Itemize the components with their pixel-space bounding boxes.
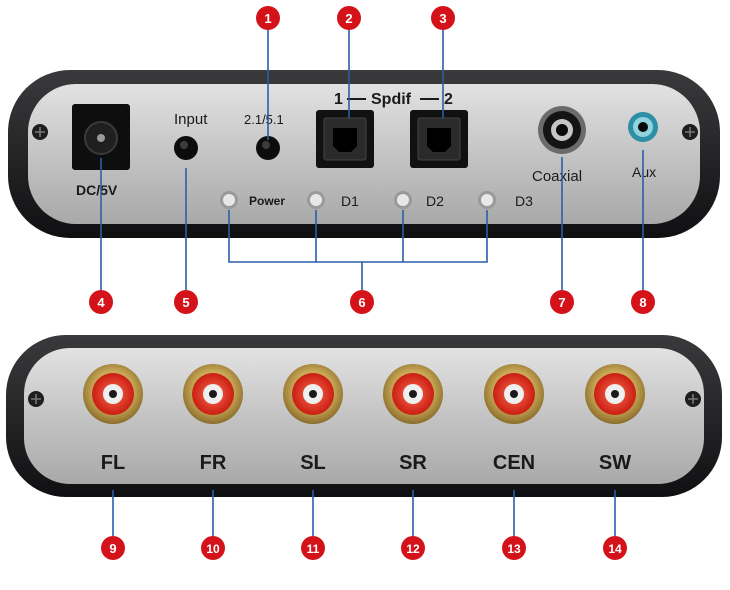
coaxial-jack[interactable] <box>538 106 586 154</box>
aux-label: Aux <box>632 164 656 180</box>
svg-text:14: 14 <box>608 542 622 556</box>
d1-label: D1 <box>341 193 359 209</box>
bottom-leaders <box>112 490 616 536</box>
callout-4: 4 <box>89 290 113 314</box>
screw-icon <box>32 124 48 140</box>
svg-text:4: 4 <box>97 295 105 310</box>
callout-2: 2 <box>337 6 361 30</box>
optical-port-1[interactable] <box>316 110 374 168</box>
callout-5: 5 <box>174 290 198 314</box>
input-button[interactable] <box>174 136 198 160</box>
callout-6: 6 <box>350 290 374 314</box>
input-label: Input <box>174 111 208 128</box>
bottom-panel: FL FR SL SR CEN SW <box>6 335 722 497</box>
spdif-2-label: 2 <box>444 91 453 108</box>
rca-jack-fl[interactable] <box>83 364 143 424</box>
power-label: Power <box>249 194 285 208</box>
output-label-fl: FL <box>101 452 125 474</box>
coaxial-label: Coaxial <box>532 168 582 185</box>
dc-power-jack[interactable] <box>72 104 130 170</box>
rca-jack-sw[interactable] <box>585 364 645 424</box>
aux-jack[interactable] <box>628 112 658 142</box>
d2-label: D2 <box>426 193 444 209</box>
svg-text:2: 2 <box>345 11 352 26</box>
screw-icon <box>28 391 44 407</box>
svg-text:13: 13 <box>507 542 521 556</box>
rca-jack-cen[interactable] <box>484 364 544 424</box>
output-label-sw: SW <box>599 452 631 474</box>
top-panel: DC/5V Input 2.1/5.1 1 Spdif 2 <box>8 70 720 238</box>
spdif-title: Spdif <box>371 91 412 108</box>
output-label-sl: SL <box>300 452 326 474</box>
rca-jack-fr[interactable] <box>183 364 243 424</box>
screw-icon <box>682 124 698 140</box>
callout-7: 7 <box>550 290 574 314</box>
mode-button[interactable] <box>256 136 280 160</box>
spdif-1-label: 1 <box>334 91 343 108</box>
power-led <box>220 191 238 209</box>
callout-9: 9 <box>101 536 125 560</box>
output-label-fr: FR <box>200 452 227 474</box>
callout-11: 11 <box>301 536 325 560</box>
callout-1: 1 <box>256 6 280 30</box>
output-label-cen: CEN <box>493 452 535 474</box>
rca-jack-sr[interactable] <box>383 364 443 424</box>
svg-text:1: 1 <box>264 11 271 26</box>
callout-14: 14 <box>603 536 627 560</box>
svg-text:12: 12 <box>406 542 420 556</box>
svg-text:3: 3 <box>439 11 446 26</box>
callout-13: 13 <box>502 536 526 560</box>
d3-label: D3 <box>515 193 533 209</box>
output-label-sr: SR <box>399 452 427 474</box>
d2-led <box>394 191 412 209</box>
svg-text:6: 6 <box>358 295 365 310</box>
dc-label: DC/5V <box>76 182 118 198</box>
screw-icon <box>685 391 701 407</box>
svg-text:8: 8 <box>639 295 646 310</box>
callout-3: 3 <box>431 6 455 30</box>
svg-text:9: 9 <box>109 541 116 556</box>
d1-led <box>307 191 325 209</box>
callout-8: 8 <box>631 290 655 314</box>
svg-text:5: 5 <box>182 295 189 310</box>
rca-jack-sl[interactable] <box>283 364 343 424</box>
callout-12: 12 <box>401 536 425 560</box>
optical-port-2[interactable] <box>410 110 468 168</box>
top-leaders <box>100 30 644 290</box>
svg-text:10: 10 <box>206 542 220 556</box>
callout-10: 10 <box>201 536 225 560</box>
d3-led <box>478 191 496 209</box>
svg-text:7: 7 <box>558 295 565 310</box>
mode-label: 2.1/5.1 <box>244 112 284 127</box>
svg-text:11: 11 <box>307 542 320 556</box>
